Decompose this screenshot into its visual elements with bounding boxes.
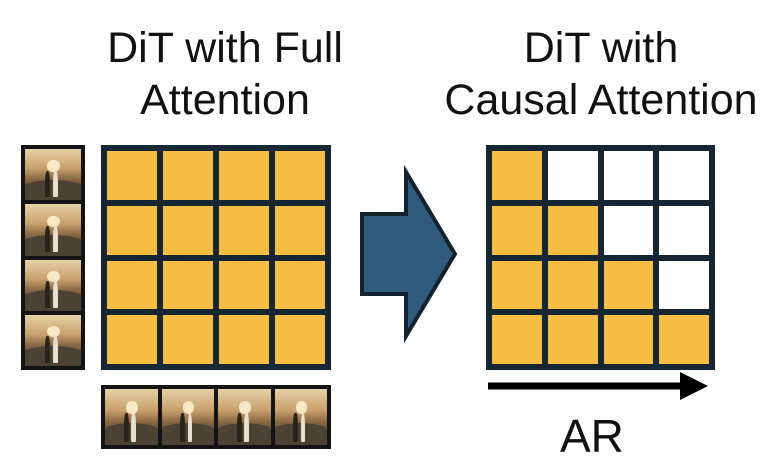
causal-attention-cell-2-2 bbox=[603, 260, 654, 310]
vertical-frame-3 bbox=[25, 314, 81, 366]
horizontal-frame-2 bbox=[218, 389, 271, 445]
frame-person1 bbox=[123, 412, 129, 442]
full-attention-title-line2: Attention bbox=[140, 76, 310, 124]
full-attention-cell-1-3 bbox=[275, 205, 325, 255]
frame-sun bbox=[295, 401, 308, 414]
full-attention-cell-2-2 bbox=[219, 260, 269, 310]
frame-sun bbox=[239, 401, 251, 414]
vertical-frame-0 bbox=[25, 149, 81, 201]
frame-sun bbox=[47, 326, 60, 338]
causal-attention-cell-2-0 bbox=[492, 260, 542, 310]
causal-attention-cell-3-1 bbox=[547, 315, 598, 364]
full-attention-cell-0-2 bbox=[219, 151, 269, 200]
video-frames-horizontal-strip bbox=[101, 385, 331, 449]
frame-sun bbox=[182, 401, 195, 414]
full-attention-cell-0-1 bbox=[163, 151, 213, 200]
transform-arrow-icon bbox=[360, 164, 458, 344]
causal-attention-cell-0-2 bbox=[603, 151, 654, 200]
causal-attention-title: DiT with Causal Attention bbox=[418, 22, 784, 126]
causal-attention-cell-0-0 bbox=[492, 151, 542, 200]
full-attention-cell-3-1 bbox=[163, 315, 213, 364]
full-attention-cell-1-0 bbox=[107, 205, 157, 255]
frame-sun bbox=[47, 215, 60, 227]
ar-label: AR bbox=[560, 410, 624, 462]
full-attention-cell-1-2 bbox=[219, 205, 269, 255]
full-attention-cell-3-3 bbox=[275, 315, 325, 364]
frame-person1 bbox=[293, 412, 299, 442]
frame-person1 bbox=[45, 225, 51, 253]
frame-person2 bbox=[300, 412, 306, 442]
video-frames-vertical-strip bbox=[21, 145, 85, 370]
causal-attention-cell-0-3 bbox=[659, 151, 709, 200]
frame-person2 bbox=[53, 170, 59, 198]
causal-attention-cell-1-3 bbox=[659, 205, 709, 255]
full-attention-title: DiT with Full Attention bbox=[60, 22, 390, 126]
causal-attention-matrix bbox=[486, 145, 715, 370]
full-attention-cell-3-2 bbox=[219, 315, 269, 364]
causal-attention-cell-3-3 bbox=[659, 315, 709, 364]
causal-attention-cell-1-1 bbox=[547, 205, 598, 255]
full-attention-cell-2-1 bbox=[163, 260, 213, 310]
frame-person2 bbox=[53, 225, 59, 253]
full-attention-cell-0-3 bbox=[275, 151, 325, 200]
frame-person2 bbox=[53, 281, 59, 308]
full-attention-matrix bbox=[101, 145, 331, 370]
frame-person2 bbox=[244, 412, 249, 442]
frame-person1 bbox=[180, 412, 186, 442]
causal-attention-cell-2-3 bbox=[659, 260, 709, 310]
ar-arrow-icon bbox=[680, 372, 708, 400]
causal-attention-title-line2: Causal Attention bbox=[444, 76, 758, 124]
full-attention-cell-1-1 bbox=[163, 205, 213, 255]
frame-person1 bbox=[45, 336, 51, 363]
frame-sun bbox=[126, 401, 138, 414]
full-attention-title-line1: DiT with Full bbox=[107, 24, 343, 72]
causal-attention-cell-0-1 bbox=[547, 151, 598, 200]
frame-person1 bbox=[45, 170, 51, 198]
causal-attention-cell-3-0 bbox=[492, 315, 542, 364]
horizontal-frame-0 bbox=[105, 389, 158, 445]
full-attention-cell-2-0 bbox=[107, 260, 157, 310]
causal-attention-cell-1-2 bbox=[603, 205, 654, 255]
horizontal-frame-1 bbox=[161, 389, 214, 445]
frame-person1 bbox=[236, 412, 242, 442]
full-attention-cell-0-0 bbox=[107, 151, 157, 200]
vertical-frame-1 bbox=[25, 204, 81, 256]
frame-person1 bbox=[45, 281, 51, 308]
full-attention-cell-2-3 bbox=[275, 260, 325, 310]
horizontal-frame-3 bbox=[274, 389, 327, 445]
frame-person2 bbox=[187, 412, 193, 442]
causal-attention-cell-2-1 bbox=[547, 260, 598, 310]
frame-person2 bbox=[53, 336, 59, 363]
causal-attention-cell-1-0 bbox=[492, 205, 542, 255]
vertical-frame-2 bbox=[25, 259, 81, 311]
causal-attention-title-line1: DiT with bbox=[523, 24, 679, 72]
causal-attention-cell-3-2 bbox=[603, 315, 654, 364]
frame-person2 bbox=[131, 412, 136, 442]
frame-sun bbox=[47, 160, 60, 172]
frame-sun bbox=[47, 270, 60, 283]
full-attention-cell-3-0 bbox=[107, 315, 157, 364]
